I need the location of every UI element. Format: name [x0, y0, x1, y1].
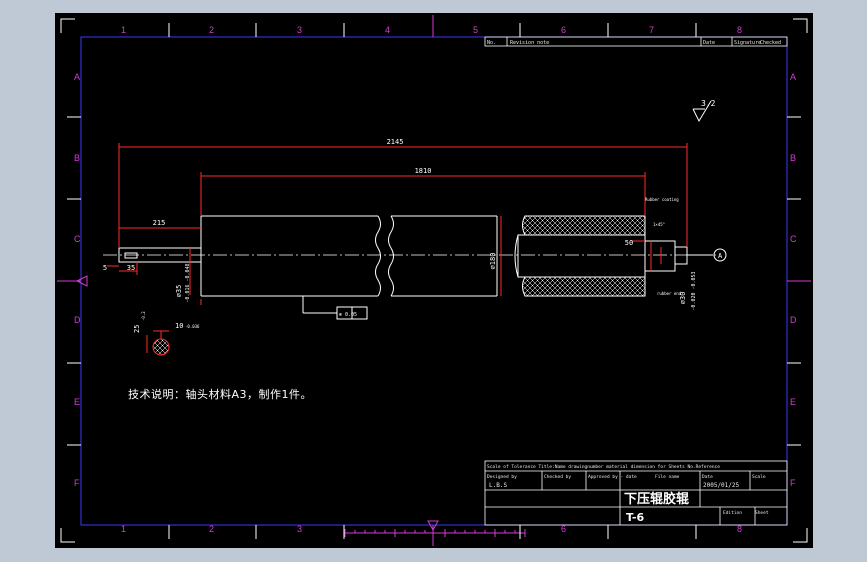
col-label-8: 8 — [737, 25, 743, 35]
col-label-bottom-2: 2 — [209, 524, 215, 534]
row-label-right-b: B — [790, 153, 797, 163]
dim-overall-length: 2145 — [387, 138, 404, 146]
col-label-5: 5 — [473, 25, 479, 35]
rev-no: No. — [487, 40, 496, 46]
col-label-1: 1 — [121, 25, 127, 35]
roughness-value: 3.2 — [701, 99, 716, 108]
roughness-symbol — [692, 100, 712, 123]
tb-date-label: Date — [702, 474, 713, 480]
row-label-c: C — [74, 234, 81, 244]
section-detail: 10 -0.036 25 -0.2 — [133, 311, 200, 356]
datum-letter: A — [718, 252, 723, 260]
revision-block — [484, 36, 788, 47]
dimension-lines — [107, 143, 688, 305]
tb-info-line: Scale of Tolerance Title:Name drawingnum… — [487, 464, 720, 470]
col-label-7: 7 — [649, 25, 655, 35]
dim-left-shaft-diameter: ⌀35 — [175, 285, 183, 298]
row-label-right-e: E — [790, 397, 797, 407]
col-label-6: 6 — [561, 25, 567, 35]
tb-designer: L.B.S — [489, 482, 507, 489]
tb-edition-label: Edition — [723, 510, 742, 516]
row-label-right-f: F — [790, 478, 796, 488]
section-dim-a: 10 — [175, 322, 183, 330]
section-tol-a: -0.036 — [185, 324, 200, 329]
col-label-4: 4 — [385, 25, 391, 35]
bottom-ruler-ticks — [344, 529, 526, 537]
row-label-right-d: D — [790, 315, 797, 325]
section-tol-b: -0.2 — [141, 311, 146, 321]
dim-right-shaft-diameter: ⌀30 — [679, 292, 687, 305]
row-label-a: A — [74, 72, 81, 82]
corner-marks — [60, 18, 808, 543]
dim-right-shaft-tolerance: -0.020 -0.053 — [691, 271, 697, 310]
tb-scale-label: Scale — [752, 474, 766, 480]
dim-right-shaft: 50 — [625, 239, 633, 247]
row-label-b: B — [74, 153, 81, 163]
section-dim-b: 25 — [133, 325, 141, 333]
rubber-end-note: rubber end — [657, 291, 682, 296]
row-label-e: E — [74, 397, 81, 407]
title-block-texts: Scale of Tolerance Title:Name drawingnum… — [487, 464, 769, 516]
col-label-bottom-1: 1 — [121, 524, 127, 534]
tb-designed-label: Designed by — [487, 474, 517, 480]
runout-frame — [302, 296, 368, 320]
technical-note: 技术说明：轴头材料A3，制作1件。 — [128, 388, 313, 401]
dim-left-offset: 215 — [153, 219, 166, 227]
drawing-number: T-6 — [626, 511, 644, 524]
dim-small-gap: 5 — [103, 264, 107, 272]
col-label-bottom-6: 6 — [561, 524, 567, 534]
title-block-grid — [484, 460, 788, 526]
rubber-label: Rubber coating — [645, 197, 679, 202]
tb-approved-label: Approved by - date — [588, 474, 637, 480]
roller-body — [200, 215, 498, 297]
drawing-canvas: 2145 1810 215 5 35 50 ⌀180 ⌀30 -0.020 -0… — [55, 13, 813, 548]
dimension-texts: 2145 1810 215 5 35 50 ⌀180 ⌀30 -0.020 -0… — [103, 99, 723, 318]
tb-sheet-label: Sheet — [755, 510, 769, 516]
tb-checked-label: Checked by — [544, 474, 571, 480]
dim-left-shaft-tolerance: -0.016 -0.048 — [185, 263, 191, 302]
row-label-right-a: A — [790, 72, 797, 82]
right-section — [514, 215, 688, 297]
dim-roller-length: 1810 — [415, 167, 432, 175]
row-label-right-c: C — [790, 234, 797, 244]
revision-texts: No. Revision note Date Signature Checked — [487, 40, 781, 46]
rev-content: Revision note — [510, 40, 549, 46]
drawing-title: 下压辊胶辊 — [624, 491, 689, 507]
tb-date-value: 2005/01/25 — [703, 482, 740, 489]
rev-date: Date — [703, 40, 715, 46]
chamfer-note: 1×45° — [653, 222, 665, 227]
zone-dividers — [67, 23, 801, 539]
datum-a — [687, 248, 727, 262]
row-label-d: D — [74, 315, 81, 325]
dim-shaft-step: 35 — [127, 264, 135, 272]
col-label-3: 3 — [297, 25, 303, 35]
col-label-bottom-3: 3 — [297, 524, 303, 534]
dim-roller-diameter: ⌀180 — [489, 253, 497, 270]
left-shaft — [118, 247, 202, 263]
rev-checked: Checked — [760, 40, 781, 46]
col-label-2: 2 — [209, 25, 215, 35]
rev-sign: Signature — [734, 40, 761, 46]
title-texts: 下压辊胶辊 T-6 — [624, 491, 689, 524]
col-label-bottom-8: 8 — [737, 524, 743, 534]
runout-value: ⊚ 0.05 — [339, 312, 357, 318]
row-label-f: F — [74, 478, 80, 488]
tb-filename-label: File name — [655, 474, 680, 480]
